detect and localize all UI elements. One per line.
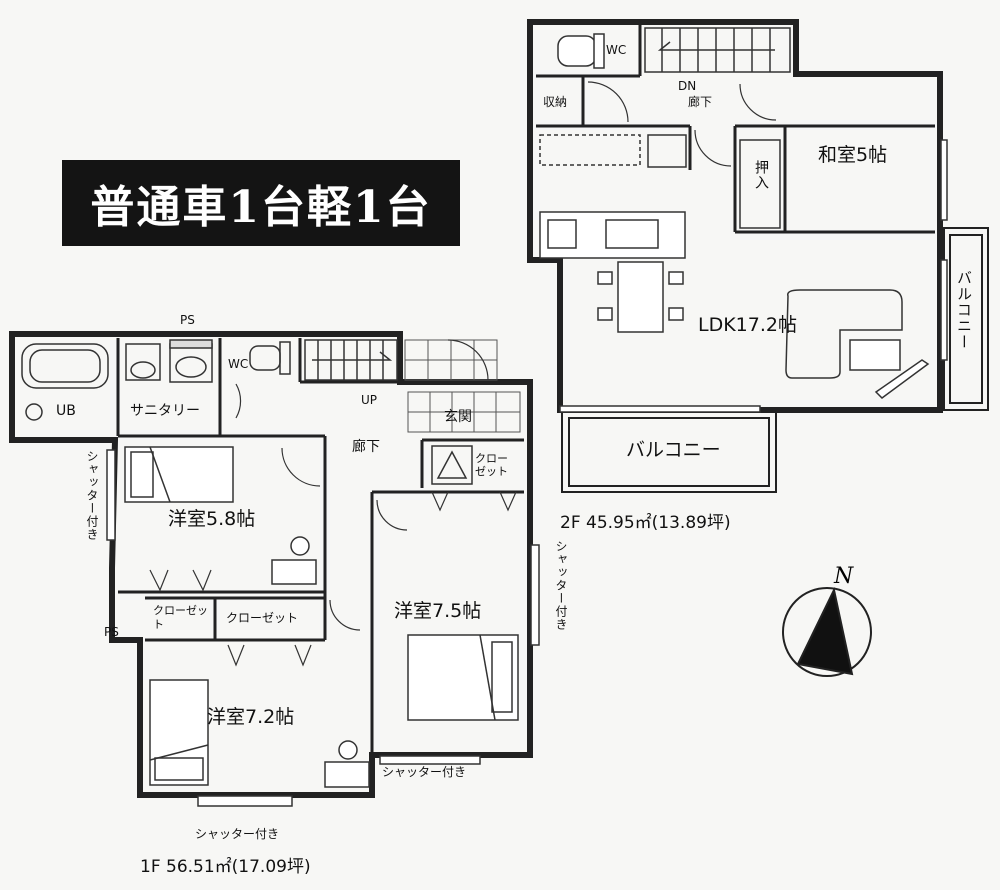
compass-north-label: N bbox=[834, 564, 854, 589]
label-sanitary: サニタリー bbox=[130, 403, 200, 419]
floor2-stairs bbox=[644, 27, 791, 73]
label-wc-2f: WC bbox=[606, 43, 627, 57]
label-shutter-bottom-right: シャッター付き bbox=[382, 765, 467, 779]
label-hall-2f: 廊下 bbox=[688, 95, 713, 109]
label-room-7-5: 洋室7.5帖 bbox=[394, 600, 482, 622]
label-wc-1f: WC bbox=[228, 357, 249, 371]
label-ub: UB bbox=[56, 403, 76, 419]
floor2-door-arcs bbox=[587, 81, 777, 167]
label-closet-wide: クローゼット bbox=[226, 611, 299, 625]
floor1-area: 1F 56.51㎡(17.09坪) bbox=[140, 857, 311, 877]
label-closet-small: クローゼット bbox=[153, 604, 208, 632]
floor2-inner-walls bbox=[536, 25, 935, 234]
parking-banner: 普通車1台軽1台 bbox=[62, 160, 460, 246]
label-ps-side: PS bbox=[104, 625, 119, 639]
label-oshiire: 押入 bbox=[753, 160, 769, 190]
label-dn: DN bbox=[678, 79, 697, 93]
label-up: UP bbox=[361, 393, 378, 407]
floor2-windows bbox=[559, 139, 948, 413]
floor1-windows bbox=[106, 449, 540, 807]
floor1-fixtures bbox=[21, 339, 291, 421]
label-balcony-right: バルコニー bbox=[955, 270, 973, 350]
label-hall-1f: 廊下 bbox=[352, 439, 380, 455]
floor2-fixtures bbox=[539, 33, 930, 399]
compass-rose bbox=[782, 586, 872, 677]
label-storage: 収納 bbox=[543, 95, 568, 109]
label-ps-top: PS bbox=[180, 313, 195, 327]
label-closet-entry: クローゼット bbox=[475, 452, 508, 479]
floor1-furniture bbox=[124, 445, 519, 788]
floor2-outer-wall bbox=[527, 19, 943, 413]
floor1-door-arcs bbox=[149, 339, 517, 667]
label-entrance: 玄関 bbox=[444, 409, 472, 425]
floor1-stairs bbox=[304, 339, 398, 381]
label-balcony-bottom: バルコニー bbox=[626, 439, 721, 461]
label-ldk: LDK17.2帖 bbox=[698, 314, 797, 336]
floor2-area: 2F 45.95㎡(13.89坪) bbox=[560, 513, 731, 533]
label-shutter-bottom: シャッター付き bbox=[195, 827, 280, 841]
label-room-5-8: 洋室5.8帖 bbox=[168, 508, 256, 530]
label-shutter-right: シャッター付き bbox=[554, 540, 568, 631]
label-washitsu: 和室5帖 bbox=[818, 144, 888, 166]
label-shutter-left: シャッター付き bbox=[85, 450, 99, 541]
label-room-7-2: 洋室7.2帖 bbox=[207, 706, 295, 728]
